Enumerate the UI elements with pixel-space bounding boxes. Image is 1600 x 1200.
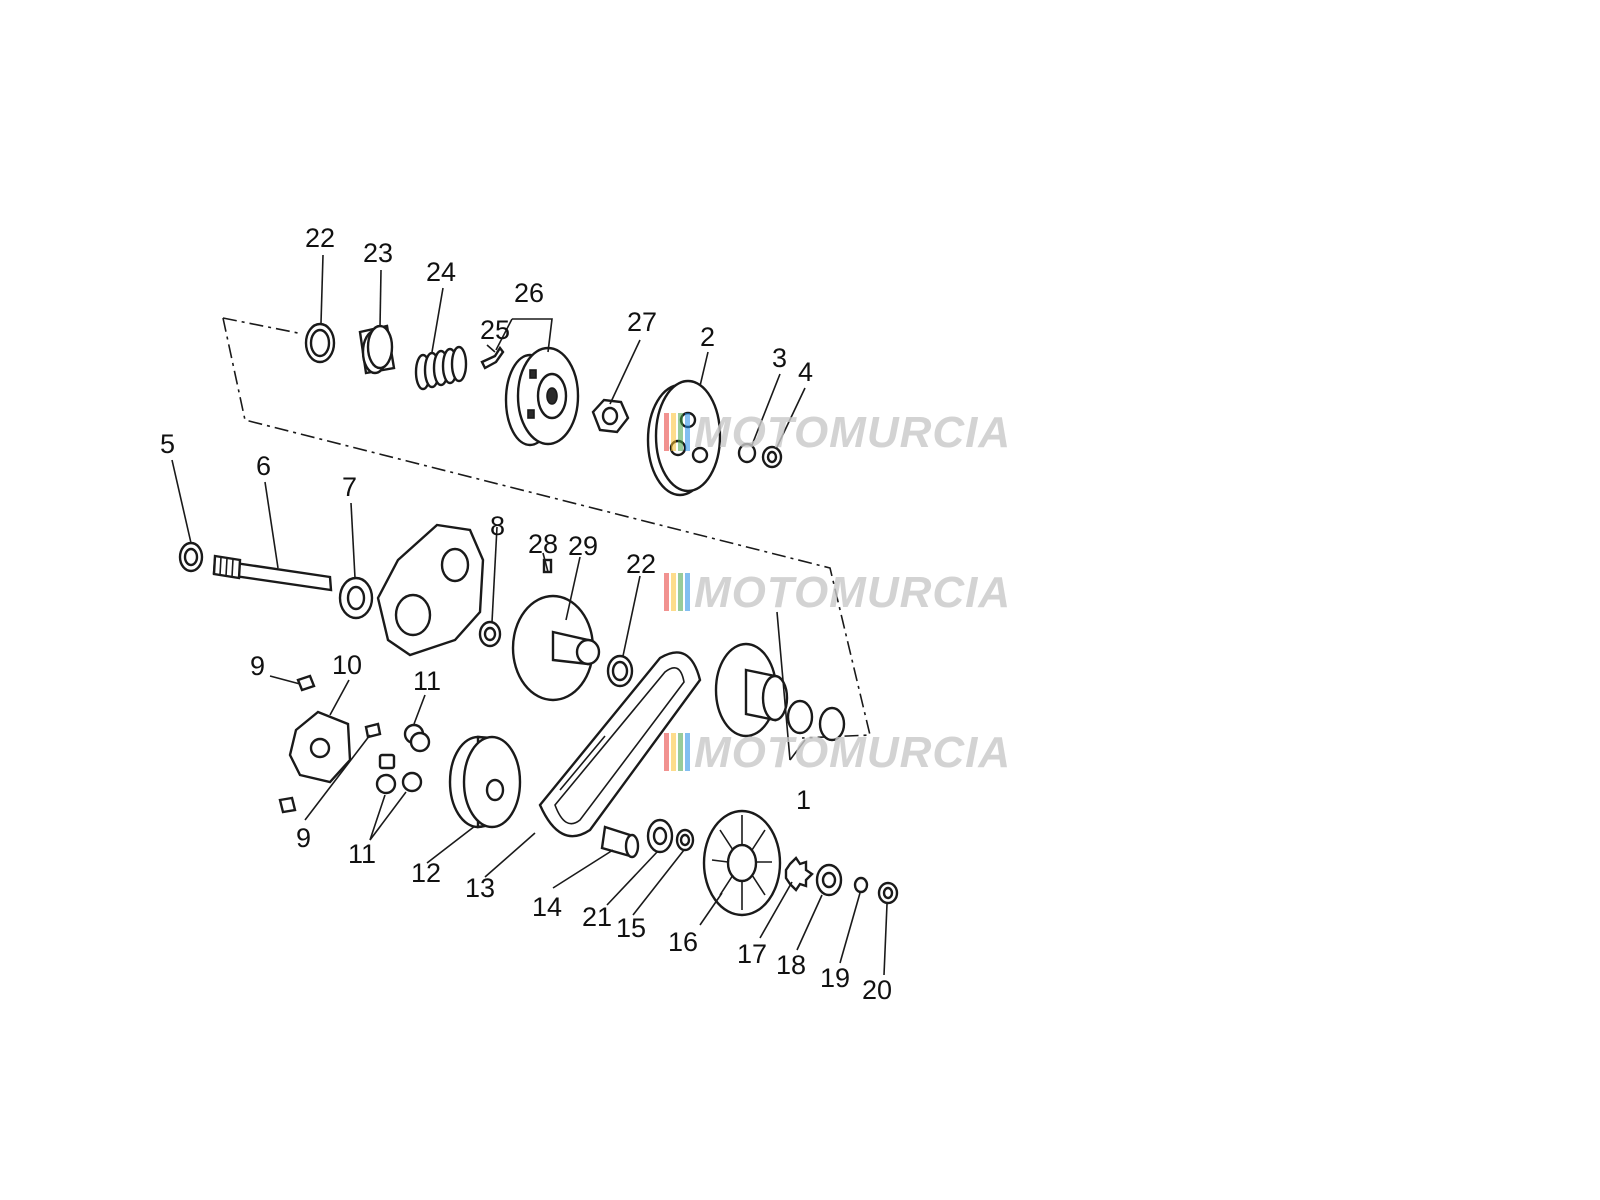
part-3-washer bbox=[737, 442, 757, 464]
part-7-bearing bbox=[338, 576, 374, 620]
part-label-14: 14 bbox=[532, 892, 562, 922]
watermark-text: MOTOMURCIA bbox=[694, 408, 1011, 457]
part-label-13: 13 bbox=[465, 873, 495, 903]
assembly-outline bbox=[222, 317, 872, 739]
part-label-23: 23 bbox=[363, 238, 393, 268]
part-19-washer bbox=[853, 876, 869, 894]
part-label-25: 25 bbox=[480, 315, 510, 345]
part-label-28: 28 bbox=[528, 529, 558, 559]
part-29-fixed-pulley bbox=[511, 594, 601, 702]
part-21-bearing bbox=[646, 818, 674, 854]
part-22-top-ring bbox=[304, 322, 336, 364]
part-8-washer bbox=[478, 620, 502, 648]
part-label-19: 19 bbox=[820, 963, 850, 993]
part-labels: 22 23 24 26 25 27 2 3 4 5 6 7 8 28 29 22… bbox=[160, 223, 892, 1005]
watermark-top: MOTOMURCIA bbox=[664, 408, 1011, 457]
part-5-seal bbox=[178, 541, 204, 573]
part-1-driven-pulley bbox=[714, 642, 846, 742]
part-24-spring bbox=[414, 345, 468, 391]
part-label-5: 5 bbox=[160, 429, 175, 459]
part-16-fan-pulley bbox=[702, 809, 782, 917]
part-10-ramp-plate bbox=[288, 710, 352, 784]
watermark-text: MOTOMURCIA bbox=[694, 728, 1011, 777]
part-23-bushing bbox=[358, 324, 396, 375]
part-label-15: 15 bbox=[616, 913, 646, 943]
part-label-20: 20 bbox=[862, 975, 892, 1005]
part-label-24: 24 bbox=[426, 257, 456, 287]
watermark-text: MOTOMURCIA bbox=[694, 568, 1011, 617]
part-label-27: 27 bbox=[627, 307, 657, 337]
part-label-6: 6 bbox=[256, 451, 271, 481]
part-9-slider-top bbox=[296, 674, 316, 692]
part-label-12: 12 bbox=[411, 858, 441, 888]
part-20-nut bbox=[877, 881, 899, 905]
part-9-slider-mid bbox=[364, 722, 382, 739]
part-11-roller-d bbox=[401, 771, 423, 793]
part-label-7: 7 bbox=[342, 472, 357, 502]
part-26-clutch-assembly bbox=[504, 346, 580, 447]
part-label-21: 21 bbox=[582, 902, 612, 932]
leader-lines bbox=[171, 254, 888, 976]
part-label-4: 4 bbox=[798, 357, 813, 387]
part-label-26: 26 bbox=[514, 278, 544, 308]
part-label-18: 18 bbox=[776, 950, 806, 980]
part-label-9-bottom: 9 bbox=[296, 823, 311, 853]
part-label-16: 16 bbox=[668, 927, 698, 957]
part-14-spacer bbox=[600, 825, 640, 859]
part-13-drive-belt bbox=[538, 651, 702, 838]
part-18-ratchet bbox=[815, 863, 843, 897]
part-label-11-bottom: 11 bbox=[348, 839, 376, 869]
part-label-1: 1 bbox=[796, 785, 811, 815]
part-label-2: 2 bbox=[700, 322, 715, 352]
part-label-10: 10 bbox=[332, 650, 362, 680]
part-label-17: 17 bbox=[737, 939, 767, 969]
part-label-22-top: 22 bbox=[305, 223, 335, 253]
part-4-nut bbox=[761, 445, 783, 469]
part-6-driveshaft bbox=[212, 554, 333, 592]
part-25-pin bbox=[480, 345, 505, 370]
watermark-bottom: MOTOMURCIA bbox=[664, 728, 1011, 777]
watermark-middle: MOTOMURCIA bbox=[664, 568, 1011, 617]
part-label-29: 29 bbox=[568, 531, 598, 561]
part-12-movable-pulley bbox=[448, 735, 522, 829]
part-9-slider-bottom bbox=[278, 796, 297, 814]
part-label-9-top: 9 bbox=[250, 651, 265, 681]
part-27-nut bbox=[591, 398, 630, 434]
part-11-roller-a bbox=[403, 723, 431, 753]
part-label-22-middle: 22 bbox=[626, 549, 656, 579]
part-11-roller-c bbox=[375, 773, 397, 795]
part-15-seal bbox=[675, 828, 695, 852]
part-label-11-top: 11 bbox=[413, 666, 441, 696]
part-17-starter-gear bbox=[784, 856, 814, 892]
part-label-3: 3 bbox=[772, 343, 787, 373]
part-22-middle-ring bbox=[606, 654, 634, 688]
part-11-roller-b bbox=[378, 753, 396, 770]
part-gearbox-cover bbox=[376, 523, 485, 657]
part-label-8: 8 bbox=[490, 511, 505, 541]
